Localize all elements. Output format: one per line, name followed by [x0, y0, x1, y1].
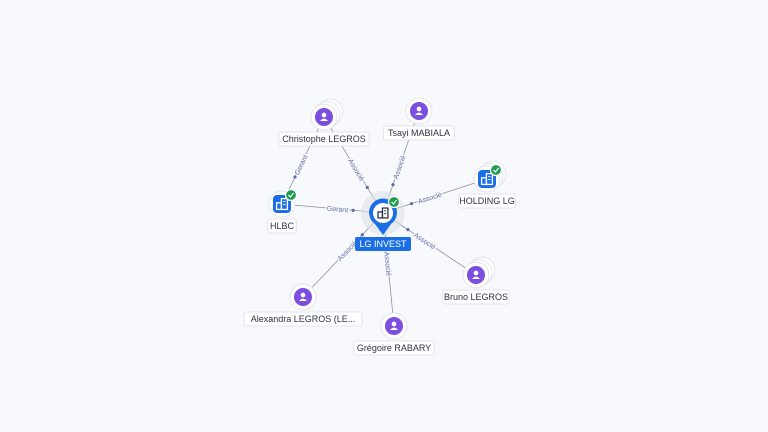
person-icon: [389, 321, 399, 331]
verified-check-icon: [489, 163, 503, 177]
node-label: Alexandra LEGROS (LE...: [251, 314, 356, 324]
edge-arrow: [391, 183, 395, 187]
edge-arrow: [406, 228, 410, 232]
node-label: HLBC: [270, 221, 295, 231]
node-label: Tsayi MABIALA: [388, 128, 450, 138]
node-label-box: [278, 131, 370, 147]
node-christophe[interactable]: Christophe LEGROS: [278, 98, 370, 147]
edge-label: Gerant: [294, 154, 310, 176]
node-label-box: [243, 311, 363, 327]
person-icon: [298, 292, 308, 302]
node-alexandra[interactable]: Alexandra LEGROS (LE...: [243, 283, 363, 327]
node-bruno[interactable]: Bruno LEGROS: [442, 256, 510, 305]
center-label: LG INVEST: [359, 239, 407, 249]
node-label-box: [458, 193, 516, 209]
node-label-box: [442, 289, 510, 305]
node-label: HOLDING LG: [459, 196, 515, 206]
edge-arrow: [409, 202, 414, 206]
edge-label: Associé: [346, 158, 365, 183]
person-icon: [471, 270, 481, 280]
verified-check-icon: [387, 195, 401, 209]
node-hlbc[interactable]: HLBC: [267, 188, 298, 234]
node-label: Grégoire RABARY: [357, 343, 431, 353]
edge-label: Associé: [393, 155, 408, 181]
center-label-box: [355, 237, 411, 251]
person-icon: [319, 112, 329, 122]
node-gregoire[interactable]: Grégoire RABARY: [353, 312, 435, 356]
edge-label: Gerant: [326, 206, 348, 215]
edge-label: Associé: [382, 251, 391, 276]
center-node[interactable]: LG INVEST: [355, 191, 411, 251]
node-label-box: [382, 125, 456, 141]
node-label-box: [353, 340, 435, 356]
node-label: Christophe LEGROS: [282, 134, 366, 144]
center-layer: LG INVEST: [355, 191, 411, 251]
building-icon: [480, 172, 494, 186]
node-label-box: [267, 218, 297, 234]
edge-arrow: [351, 208, 355, 212]
edge-label: Associé: [412, 232, 436, 251]
edge-arrow: [360, 233, 364, 237]
edge-label: Associé: [417, 191, 443, 205]
building-icon: [377, 207, 389, 219]
node-holding[interactable]: HOLDING LG: [458, 160, 516, 209]
edge-arrow: [365, 185, 369, 190]
edge-arrow: [293, 175, 297, 179]
verified-check-icon: [284, 188, 298, 202]
person-icon: [414, 106, 424, 116]
node-label: Bruno LEGROS: [444, 292, 508, 302]
node-tsayi[interactable]: Tsayi MABIALA: [382, 97, 456, 141]
building-icon: [275, 197, 289, 211]
nodes-layer: Christophe LEGROS Tsayi MABIALA HOLDING LG…: [243, 97, 516, 356]
